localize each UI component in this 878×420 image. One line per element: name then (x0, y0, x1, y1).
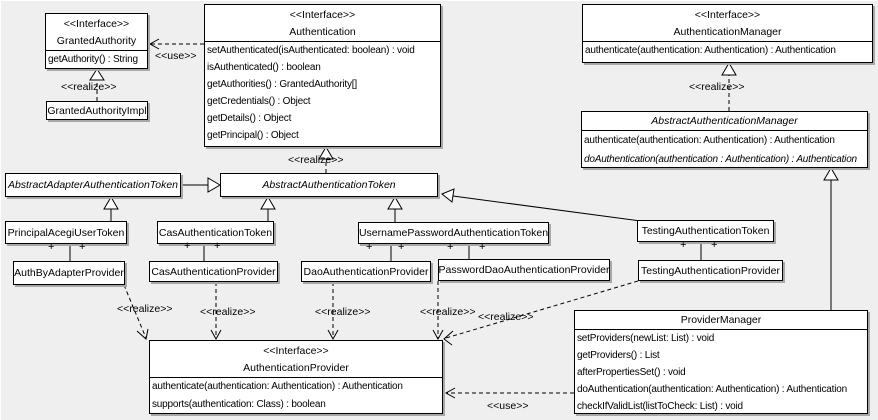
class-name: PasswordDaoAuthenticationProvider (438, 264, 610, 276)
association-plus: + (680, 239, 687, 251)
method: authenticate(authentication: Authenticat… (584, 135, 835, 146)
method: getCredentials() : Object (207, 96, 311, 107)
class-granted-authority-impl[interactable]: GrantedAuthorityImpl (46, 101, 148, 120)
class-testing-authentication-provider[interactable]: TestingAuthenticationProvider (638, 260, 783, 281)
stereotype-label: <<Interface>> (63, 18, 130, 30)
association-plus: + (711, 239, 718, 251)
association-plus: + (479, 241, 486, 253)
class-authentication[interactable]: <<Interface>> Authentication setAuthenti… (204, 4, 441, 147)
edge-label-realize: <<realize>> (288, 154, 344, 166)
class-authentication-provider[interactable]: <<Interface>> AuthenticationProvider aut… (149, 340, 443, 414)
class-cas-authentication-provider[interactable]: CasAuthenticationProvider (149, 261, 278, 282)
edge-label-realize: <<realize>> (200, 306, 256, 318)
edge-label-realize: <<realize>> (61, 81, 117, 93)
class-name: AuthenticationManager (673, 26, 782, 38)
edge-label-realize: <<realize>> (420, 306, 476, 318)
class-name: AbstractAuthenticationToken (262, 179, 396, 191)
class-name: CasAuthenticationProvider (151, 265, 276, 278)
edge-label-realize: <<realize>> (315, 306, 371, 318)
method: afterPropertiesSet() : void (577, 367, 686, 378)
class-provider-manager[interactable]: ProviderManager setProviders(newList: Li… (574, 310, 868, 414)
class-name: AbstractAuthenticationManager (582, 112, 867, 131)
method: getAuthority() : String (48, 54, 138, 65)
association-plus: + (214, 240, 221, 252)
method: getAuthorities() : GrantedAuthority[] (207, 79, 357, 90)
edge-label-use: <<use>> (155, 50, 197, 62)
edge-label-realize: <<realize>> (117, 303, 173, 315)
class-authentication-manager[interactable]: <<Interface>> AuthenticationManager auth… (582, 4, 873, 63)
method: isAuthenticated() : boolean (207, 62, 321, 73)
method: doAuthentication(authentication: Authent… (577, 384, 847, 395)
edge-label-realize: <<realize>> (478, 311, 534, 323)
stereotype-label: <<Interface>> (694, 9, 761, 21)
association-plus: + (79, 241, 86, 253)
method: getProviders() : List (577, 350, 660, 361)
method: setProviders(newList: List) : void (577, 333, 715, 344)
class-dao-authentication-provider[interactable]: DaoAuthenticationProvider (301, 261, 431, 282)
class-password-dao-authentication-provider[interactable]: PasswordDaoAuthenticationProvider (438, 259, 610, 281)
class-name: CasAuthenticationToken (158, 226, 273, 239)
class-auth-by-adapter-provider[interactable]: AuthByAdapterProvider (13, 261, 125, 285)
class-name: TestingAuthenticationToken (641, 225, 770, 237)
method: setAuthenticated(isAuthenticated: boolea… (207, 45, 415, 56)
method: getDetails() : Object (207, 113, 292, 124)
class-name: AuthenticationProvider (243, 362, 349, 374)
association-plus: + (48, 241, 55, 253)
class-name: GrantedAuthorityImpl (47, 104, 147, 117)
association-plus: + (398, 241, 405, 253)
class-name: AbstractAdapterAuthenticationToken (7, 179, 179, 191)
class-name: ProviderManager (575, 311, 867, 330)
class-name: TestingAuthenticationProvider (641, 264, 780, 277)
class-username-password-authentication-token[interactable]: UsernamePasswordAuthenticationToken (358, 222, 549, 244)
class-cas-authentication-token[interactable]: CasAuthenticationToken (157, 221, 274, 244)
class-testing-authentication-token[interactable]: TestingAuthenticationToken (637, 220, 774, 242)
method: authenticate(authentication: Authenticat… (152, 381, 403, 392)
class-granted-authority[interactable]: <<Interface>> GrantedAuthority getAuthor… (45, 13, 148, 69)
class-abstract-adapter-authentication-token[interactable]: AbstractAdapterAuthenticationToken (5, 173, 181, 197)
stereotype-label: <<Interface>> (289, 9, 356, 21)
edge-label-use: <<use>> (487, 400, 529, 412)
method: authenticate(authentication: Authenticat… (585, 45, 836, 56)
class-abstract-authentication-token[interactable]: AbstractAuthenticationToken (220, 173, 438, 197)
association-plus: + (366, 241, 373, 253)
edge-label-realize: <<realize>> (689, 81, 745, 93)
class-principal-acegi-user-token[interactable]: PrincipalAcegiUserToken (5, 221, 127, 244)
class-name: Authentication (289, 26, 356, 38)
class-name: UsernamePasswordAuthenticationToken (358, 227, 549, 239)
class-name: GrantedAuthority (56, 35, 137, 47)
method: checkIfValidList(listToCheck: List) : vo… (577, 401, 743, 412)
association-plus: + (447, 241, 454, 253)
class-name: PrincipalAcegiUserToken (7, 226, 125, 239)
class-abstract-authentication-manager[interactable]: AbstractAuthenticationManager authentica… (581, 111, 868, 168)
class-name: AuthByAdapterProvider (14, 267, 124, 279)
method: supports(authentication: Class) : boolea… (152, 399, 326, 410)
class-name: DaoAuthenticationProvider (303, 265, 429, 278)
association-plus: + (184, 240, 191, 252)
method: getPrincipal() : Object (207, 130, 299, 141)
stereotype-label: <<Interface>> (263, 345, 329, 357)
method: doAuthentication(authentication : Authen… (584, 154, 857, 165)
